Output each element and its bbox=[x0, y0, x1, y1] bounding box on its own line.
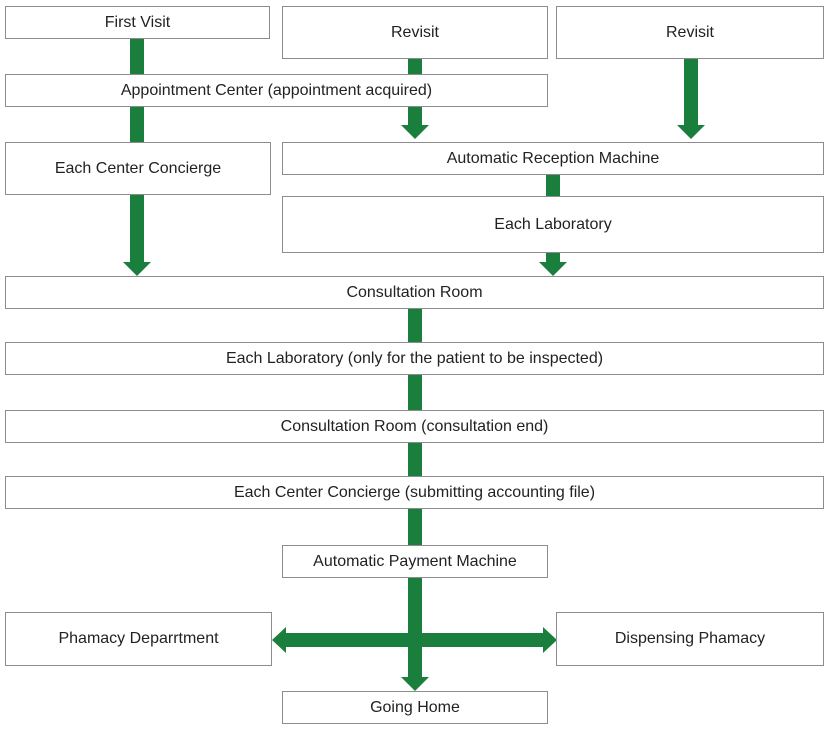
revisit-box-left: Revisit bbox=[282, 6, 548, 59]
revisit-box-right: Revisit bbox=[556, 6, 824, 59]
arrow-to-reception-left bbox=[401, 125, 429, 139]
arrow-to-reception-right bbox=[677, 125, 705, 139]
arrow-to-going-home bbox=[401, 677, 429, 691]
center-concierge-box: Each Center Concierge bbox=[5, 142, 271, 195]
pharmacy-department-box: Phamacy Deparrtment bbox=[5, 612, 272, 666]
consultation-end-box: Consultation Room (consultation end) bbox=[5, 410, 824, 443]
laboratory-box: Each Laboratory bbox=[282, 196, 824, 253]
consultation-room-box: Consultation Room bbox=[5, 276, 824, 309]
laboratory-inspection-box: Each Laboratory (only for the patient to… bbox=[5, 342, 824, 375]
connector-revisit-right bbox=[684, 58, 698, 125]
arrow-to-pharmacy-department bbox=[272, 627, 286, 653]
connector-pharmacy-branch bbox=[286, 633, 543, 647]
first-visit-box: First Visit bbox=[5, 6, 270, 39]
arrow-to-consultation-right bbox=[539, 262, 567, 276]
automatic-payment-machine-box: Automatic Payment Machine bbox=[282, 545, 548, 578]
automatic-reception-machine-box: Automatic Reception Machine bbox=[282, 142, 824, 175]
going-home-box: Going Home bbox=[282, 691, 548, 724]
appointment-center-box: Appointment Center (appointment acquired… bbox=[5, 74, 548, 107]
arrow-to-dispensing-pharmacy bbox=[543, 627, 557, 653]
concierge-accounting-box: Each Center Concierge (submitting accoun… bbox=[5, 476, 824, 509]
dispensing-pharmacy-box: Dispensing Phamacy bbox=[556, 612, 824, 666]
arrow-to-consultation-left bbox=[123, 262, 151, 276]
